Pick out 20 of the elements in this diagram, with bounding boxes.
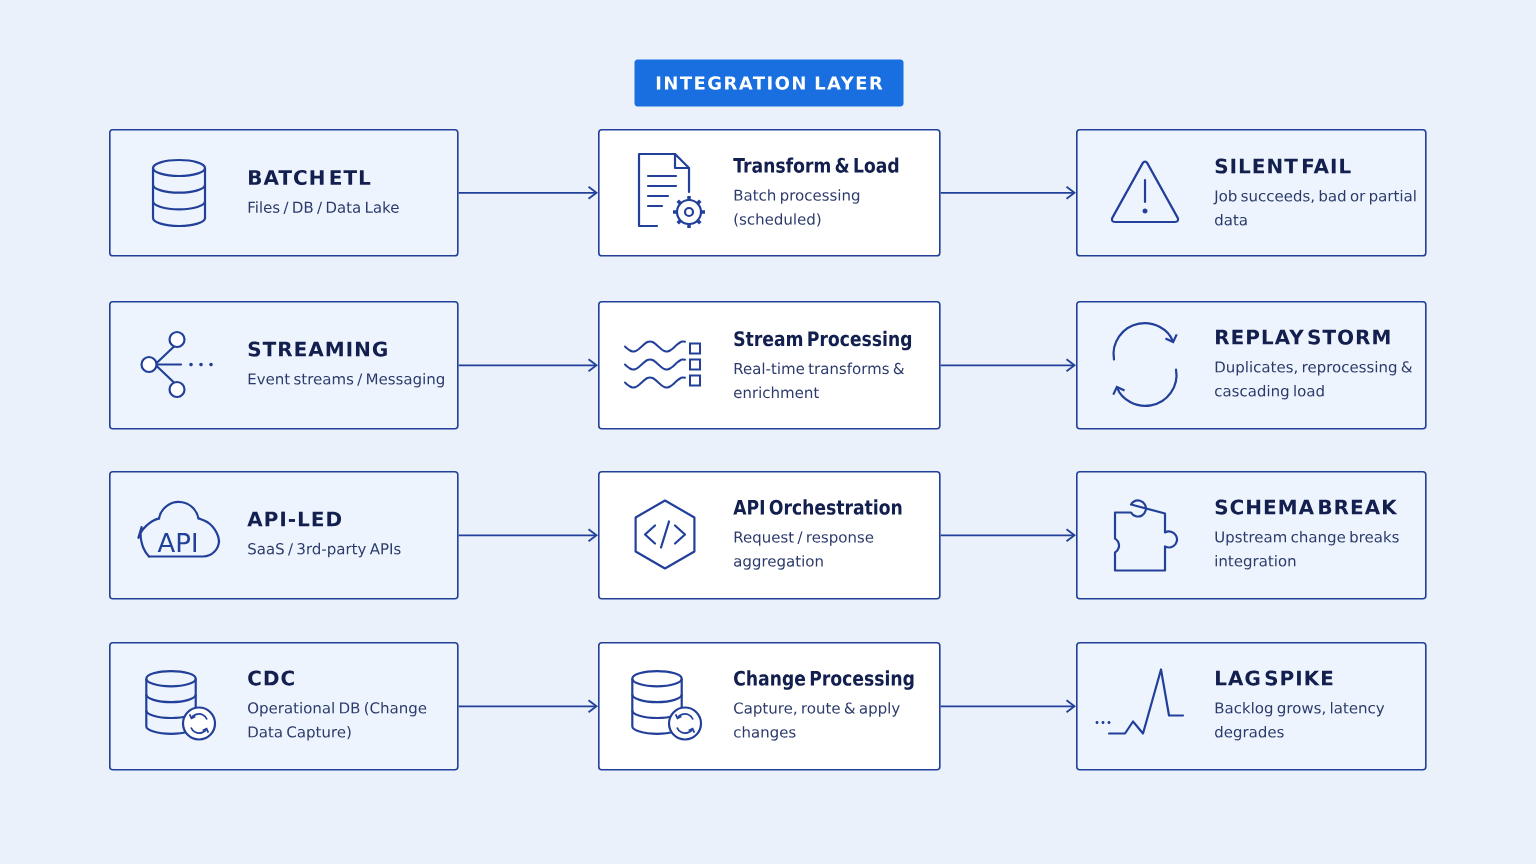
process-box: SILENT FAIL Job succeeds, bad or partial data [1076, 129, 1427, 257]
arrow [457, 528, 598, 543]
arrow [457, 185, 598, 200]
process-box: Transform & Load Batch processing (scheduled) [598, 129, 941, 257]
process-box: LAG SPIKE Backlog grows, latency degrades [1076, 642, 1427, 771]
title-banner: INTEGRATION LAYER [634, 59, 904, 107]
process-box: Stream Processing Real-time transforms & enrichment [598, 301, 941, 430]
process-box: BATCH ETL Files / DB / Data Lake [109, 129, 459, 257]
process-box: REPLAY STORM Duplicates, reprocessing & cascading load [1076, 301, 1427, 430]
arrow [939, 358, 1076, 373]
arrow [939, 528, 1076, 543]
process-box: SCHEMA BREAK Upstream change breaks integration [1076, 471, 1427, 600]
process-box: CDC Operational DB (Change Data Capture) [109, 642, 459, 771]
arrow [457, 358, 598, 373]
process-box: Change Processing Capture, route & apply changes [598, 642, 941, 771]
arrow [939, 699, 1076, 714]
arrow [939, 185, 1076, 200]
process-box: STREAMING Event streams / Messaging [109, 301, 459, 430]
arrow [457, 699, 598, 714]
process-box: API Orchestration Request / response aggregation [598, 471, 941, 600]
